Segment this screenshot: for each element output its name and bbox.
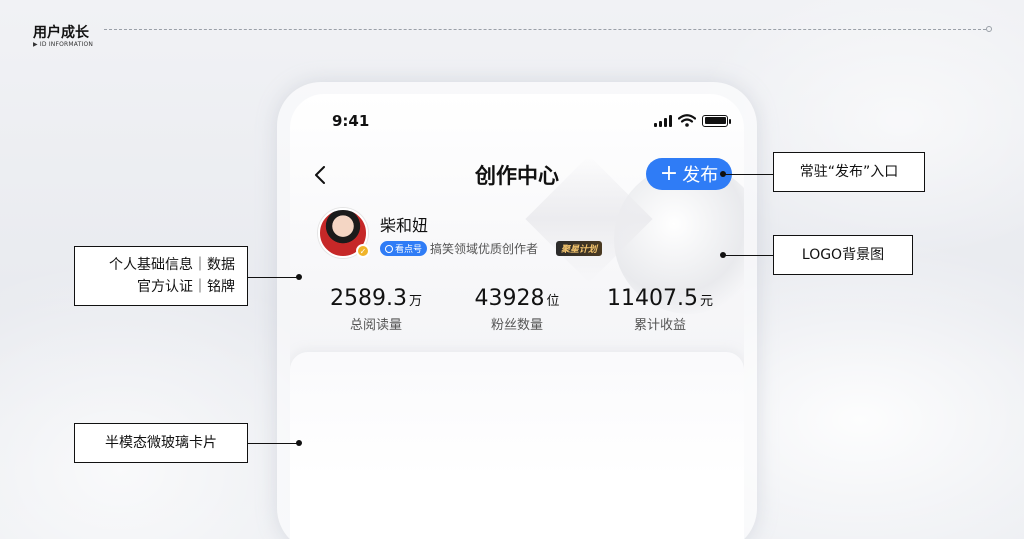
stat-unit: 位 [546,294,560,309]
glass-card [290,352,744,539]
annotation-line [724,174,774,175]
status-icons [654,114,731,127]
publish-button[interactable]: + 发布 [646,158,732,190]
user-name: 柴和妞 [380,216,429,235]
plus-icon: + [659,161,679,186]
annotation-basic-info: 个人基础信息｜数据 官方认证｜铭牌 [74,246,248,306]
stat-unit: 元 [699,294,713,309]
annotation-logo-bg: LOGO背景图 [773,235,913,275]
annotation-line [248,277,298,278]
stat-label: 累计收益 [633,318,686,333]
back-icon[interactable] [312,166,330,184]
status-time: 9:41 [332,112,370,130]
user-description: 搞笑领域优质创作者 [430,242,539,256]
battery-icon [702,114,731,127]
annotation-glass-card: 半模态微玻璃卡片 [74,423,248,463]
signal-icon [654,114,672,127]
annotation-basic-info-line1: 个人基础信息｜数据 [109,257,235,273]
stat-unit: 万 [408,294,422,309]
eye-icon [385,244,393,253]
kandian-tag-label: 看点号 [395,245,423,255]
stat-number: 2589.3 [330,286,407,311]
kandian-tag: 看点号 [380,241,428,256]
annotation-basic-info-line2: 官方认证｜铭牌 [137,279,235,295]
divider-end-dot [986,26,992,32]
plan-badge: 聚星计划 [556,241,603,256]
annotation-line [248,443,298,444]
wifi-icon [678,114,696,127]
stat-label: 总阅读量 [349,318,402,333]
annotation-publish-entry: 常驻“发布”入口 [773,152,925,192]
stat-number: 43928 [474,286,545,311]
annotation-dot [296,274,302,280]
annotation-dot [720,252,726,258]
avatar[interactable] [318,208,368,258]
stat-label: 粉丝数量 [490,318,543,333]
verified-badge-icon: ✓ [356,244,370,258]
phone-screen: 9:41 创作中心 + 发布 ✓ 柴和妞 看点号 搞笑领域优质创作者 聚星计划 … [290,94,744,539]
page-title: 创作中心 [475,164,559,188]
publish-label: 发布 [682,165,719,186]
section-title: 用户成长 [33,25,89,41]
stat-number: 11407.5 [607,286,698,311]
annotation-dot [720,171,726,177]
annotation-dot [296,440,302,446]
annotation-line [724,255,774,256]
header-divider [104,29,986,30]
section-subtitle: ▶ ID INFORMATION [33,41,94,48]
